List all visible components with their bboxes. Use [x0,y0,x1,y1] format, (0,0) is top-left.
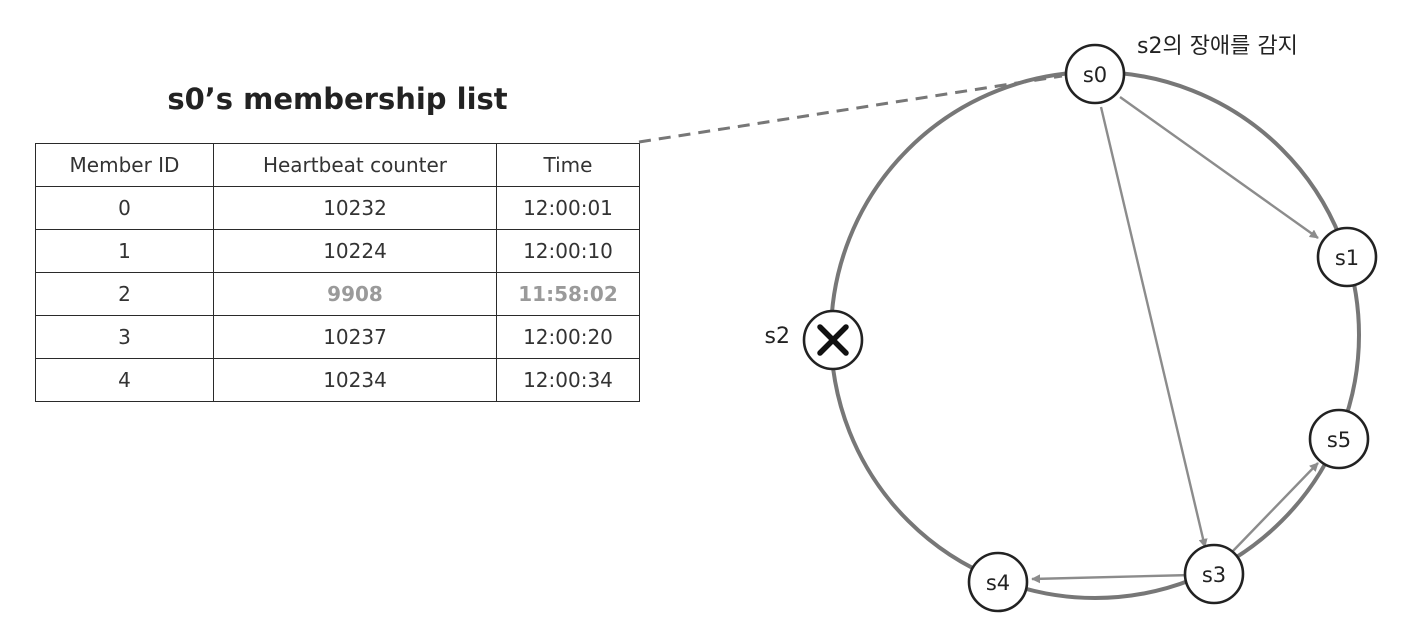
gossip-arrow-s0-s1 [1119,96,1319,239]
member-id-cell: 1 [35,229,214,273]
table-row: 1 10224 12:00:10 [35,229,640,273]
hash-ring [829,70,1361,600]
node-s1-label: s1 [1335,246,1359,270]
node-s2-failed [802,309,864,371]
node-s0-label: s0 [1083,63,1107,87]
heartbeat-cell: 10224 [213,229,497,273]
gossip-arrow-s3-s4 [1031,573,1193,584]
failed-node-label: s2 [765,324,790,349]
column-header-time: Time [496,143,640,187]
membership-list-title: s0’s membership list [167,82,508,116]
member-id-cell: 0 [35,186,214,230]
time-cell: 12:00:01 [496,186,640,230]
x-mark-icon [817,324,849,356]
heartbeat-cell-stale: 9908 [213,272,497,316]
node-s4-label: s4 [986,571,1010,595]
heartbeat-cell: 10237 [213,315,497,359]
table-row: 0 10232 12:00:01 [35,186,640,230]
member-id-cell: 2 [35,272,214,316]
node-s3-label: s3 [1202,563,1226,587]
node-s4: s4 [967,551,1029,613]
member-id-cell: 4 [35,358,214,402]
time-cell: 12:00:34 [496,358,640,402]
gossip-arrow-s0-s3 [1099,106,1208,548]
table-row-stale: 2 9908 11:58:02 [35,272,640,316]
node-s0: s0 [1064,43,1126,105]
table-row: 4 10234 12:00:34 [35,358,640,402]
column-header-member-id: Member ID [35,143,214,187]
time-cell: 12:00:20 [496,315,640,359]
node-s5-label: s5 [1327,428,1351,452]
table-to-s0-connector [638,74,1063,144]
detection-annotation: s2의 장애를 감지 [1137,34,1298,59]
membership-table: Member ID Heartbeat counter Time 0 10232… [35,143,640,402]
heartbeat-cell: 10232 [213,186,497,230]
table-row: 3 10237 12:00:20 [35,315,640,359]
node-s1: s1 [1316,226,1378,288]
heartbeat-cell: 10234 [213,358,497,402]
node-s3: s3 [1183,543,1245,605]
node-s5: s5 [1308,408,1370,470]
gossip-arrow-s3-s5 [1231,462,1319,553]
time-cell-stale: 11:58:02 [496,272,640,316]
